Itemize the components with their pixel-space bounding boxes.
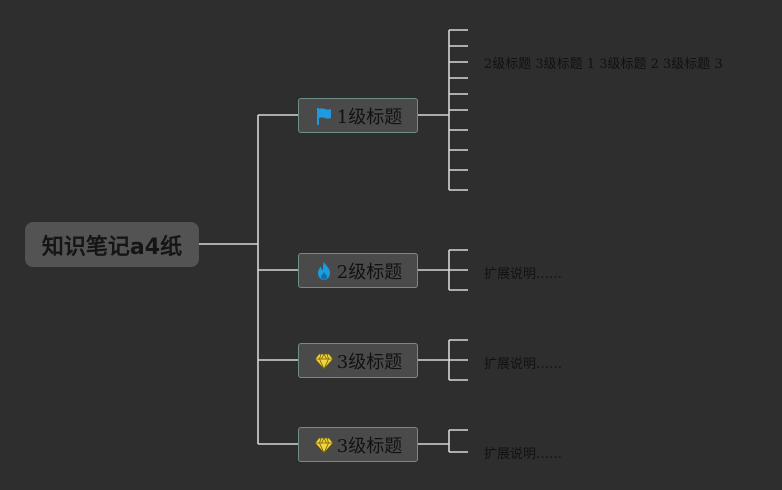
diamond-icon [314, 435, 334, 455]
child-connector-4 [418, 429, 468, 453]
topic-4[interactable]: 3级标题 [298, 427, 418, 462]
topic-label: 1级标题 [336, 106, 403, 128]
child-connector-3 [418, 339, 468, 381]
topic-label: 3级标题 [336, 351, 403, 373]
diamond-icon [314, 351, 334, 371]
subtopic-note-1[interactable]: 2级标题 3级标题 1 3级标题 2 3级标题 3 [484, 57, 723, 72]
topic-1[interactable]: 1级标题 [298, 98, 418, 133]
flag-icon [314, 106, 334, 126]
fire-icon [314, 261, 334, 281]
child-connector-2 [418, 249, 468, 291]
topic-2[interactable]: 2级标题 [298, 253, 418, 288]
root-title: 知识笔记a4纸 [41, 234, 183, 260]
subtopic-note-3[interactable]: 扩展说明…… [484, 357, 563, 372]
topic-3[interactable]: 3级标题 [298, 343, 418, 378]
child-connector-1 [418, 29, 468, 191]
subtopic-note-4[interactable]: 扩展说明…… [484, 447, 563, 462]
root-node[interactable]: 知识笔记a4纸 [25, 222, 199, 267]
topic-label: 3级标题 [336, 435, 403, 457]
topic-label: 2级标题 [336, 261, 403, 283]
subtopic-note-2[interactable]: 扩展说明…… [484, 267, 563, 282]
